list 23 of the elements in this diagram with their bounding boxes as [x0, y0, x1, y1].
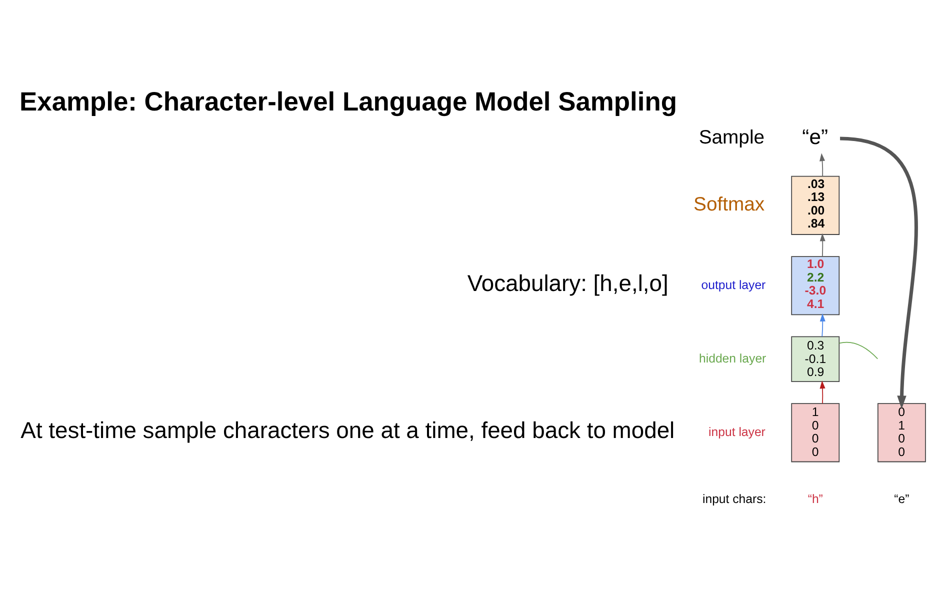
node-label: “h”	[808, 492, 823, 506]
arrow	[820, 233, 826, 257]
arrow	[820, 380, 826, 404]
label: At test-time sample characters one at a time, feed back to model	[20, 417, 675, 444]
arrow	[840, 136, 918, 409]
arrow	[820, 153, 826, 177]
label: Vocabulary: [h,e,l,o]	[467, 270, 668, 296]
node-label: Softmax	[694, 193, 765, 216]
arrow	[820, 314, 826, 337]
node-label: hidden layer	[698, 351, 766, 366]
diagram-title: Example: Character-level Language Model Sampling	[20, 86, 677, 116]
node-box: 0 1 0 0	[877, 403, 926, 462]
node-box: 0.3 -0.1 0.9	[791, 336, 840, 382]
node-box: 1 0 0 0	[791, 403, 840, 462]
label: input chars:	[702, 492, 766, 506]
node-label: Sample	[698, 126, 765, 148]
node-box: .03 .13 .00 .84	[791, 176, 840, 235]
node-label: “e”	[894, 492, 910, 506]
node-label: output layer	[701, 278, 766, 292]
node-label: input layer	[708, 424, 766, 439]
node-text: “e”	[802, 126, 828, 149]
connector	[838, 342, 878, 360]
node-box: 1.0 2.2 -3.0 4.1	[791, 256, 840, 316]
